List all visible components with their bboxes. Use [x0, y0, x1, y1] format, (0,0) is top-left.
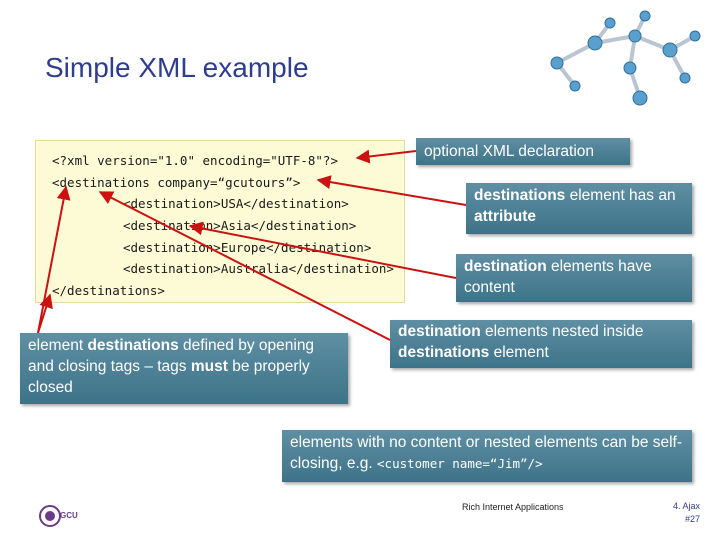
callout-attribute: destinations element has an attribute	[466, 183, 692, 234]
callout-bold: must	[190, 358, 228, 375]
callout-text: be properly closed	[28, 358, 310, 396]
callout-text: elements with no content or nested eleme…	[290, 434, 683, 472]
code-line-destination: <destination>USA</destination>	[123, 196, 349, 211]
callout-bold: destination	[398, 323, 481, 340]
callout-nested: destination elements nested inside desti…	[390, 320, 692, 368]
gcu-emblem-icon	[39, 505, 61, 527]
code-line-declaration: <?xml version="1.0" encoding="UTF-8"?>	[52, 153, 338, 168]
callout-bold: attribute	[474, 208, 536, 225]
code-line-destination: <destination>Europe</destination>	[123, 240, 372, 255]
callout-text: elements have content	[464, 258, 652, 296]
callout-text: element	[28, 337, 88, 354]
code-line-destinations-close: </destinations>	[52, 283, 165, 298]
code-line-destination: <destination>Australia</destination>	[123, 261, 394, 276]
callout-bold: destinations	[87, 337, 179, 354]
callout-text: elements nested inside	[480, 323, 644, 340]
footer-page: #27	[685, 514, 701, 524]
gcu-logo: GCU	[38, 504, 108, 532]
code-line-destination: <destination>Asia</destination>	[123, 218, 357, 233]
footer-course-name: Rich Internet Applications	[462, 502, 564, 512]
molecule-network-icon	[550, 10, 701, 106]
callout-bold: destinations	[398, 344, 490, 361]
callout-bold: destinations	[474, 187, 566, 204]
slide-title: Simple XML example	[45, 52, 309, 83]
callout-text: element	[489, 344, 549, 361]
callout-text: defined by opening and closing tags – ta…	[28, 337, 315, 375]
footer-slide-number: 4. Ajax #27	[673, 500, 700, 526]
callout-text: optional XML declaration	[424, 143, 595, 160]
logo-text: GCU	[60, 511, 78, 520]
xml-code-block: <?xml version="1.0" encoding="UTF-8"?> <…	[35, 140, 405, 303]
callout-bold: destination	[464, 258, 547, 275]
callout-text: element has an	[565, 187, 676, 204]
callout-code: <customer name=“Jim”/>	[377, 456, 543, 471]
callout-defined-by-tags: element destinations defined by opening …	[20, 333, 348, 404]
code-line-destinations-open: <destinations company=“gcutours”>	[52, 175, 301, 190]
callout-self-closing: elements with no content or nested eleme…	[282, 430, 692, 482]
footer-section: 4. Ajax	[673, 501, 701, 511]
callout-xml-declaration: optional XML declaration	[416, 138, 630, 165]
callout-content: destination elements have content	[456, 254, 692, 302]
